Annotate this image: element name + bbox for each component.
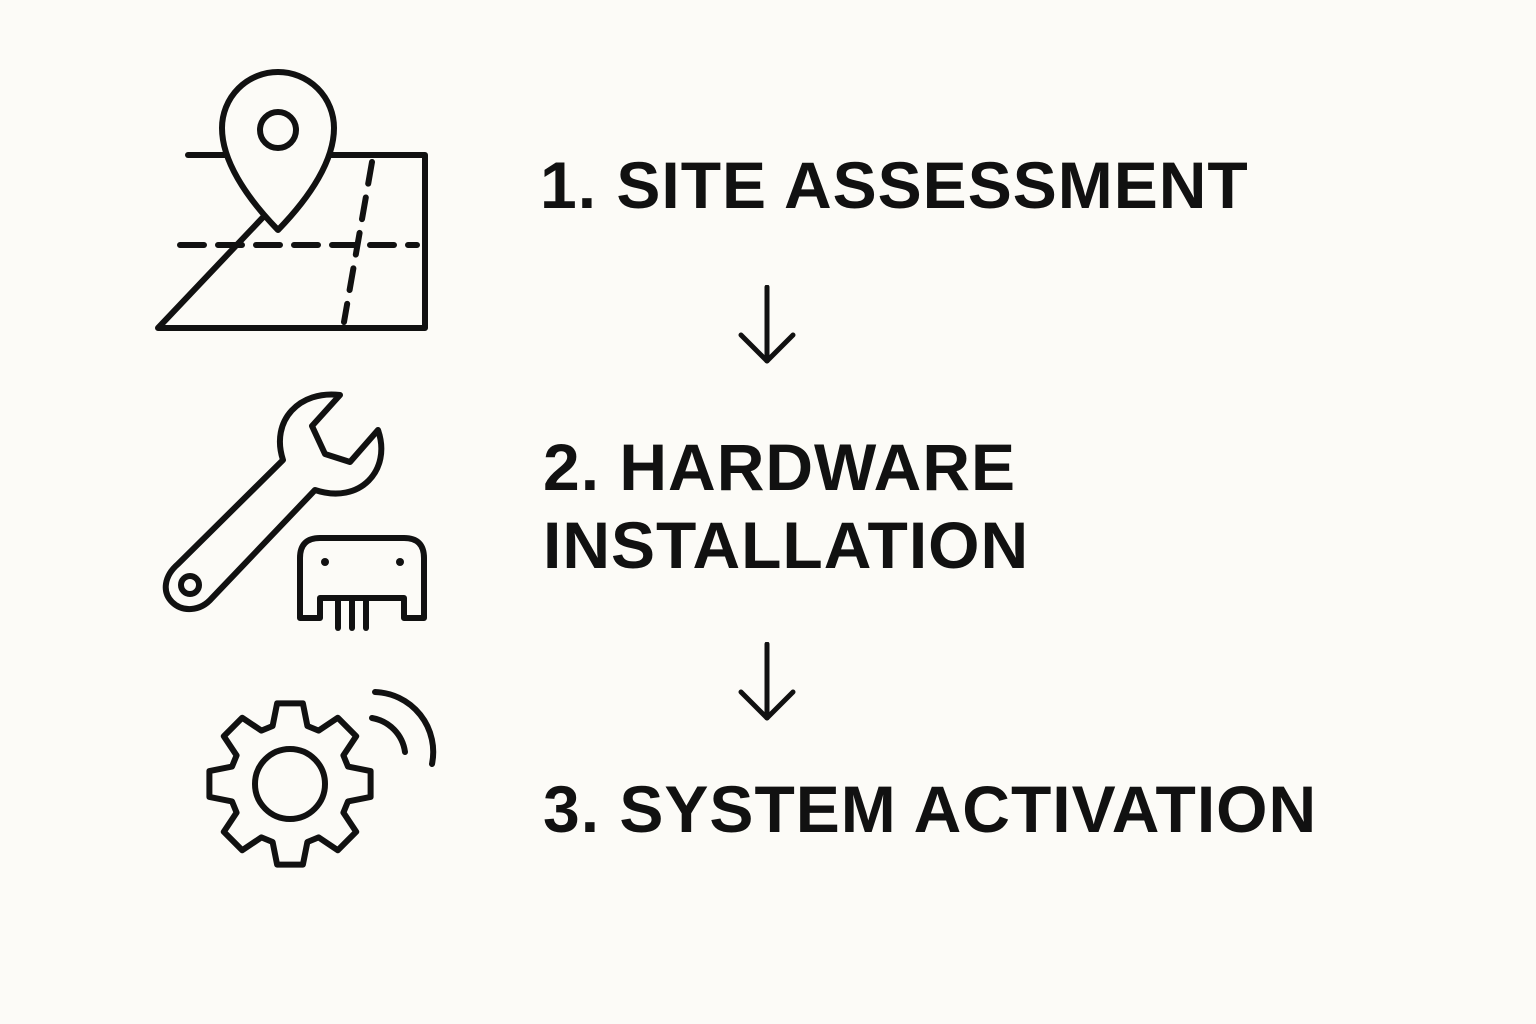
step-2-title: 2. HARDWARE INSTALLATION (543, 429, 1029, 585)
gear-wireless-icon (180, 680, 450, 910)
step-1-title-line: 1. SITE ASSESSMENT (540, 148, 1249, 222)
wrench-device-icon (160, 385, 440, 635)
step-2-title-line-2: INSTALLATION (543, 507, 1030, 582)
step-3-title: 3. SYSTEM ACTIVATION (543, 771, 1317, 849)
step-1-title: 1. SITE ASSESSMENT (540, 147, 1249, 225)
arrow-down-icon (735, 285, 799, 365)
map-pin-icon (150, 69, 440, 340)
step-2-title-line-1: 2. HARDWARE (543, 430, 1017, 504)
step-3-title-line: 3. SYSTEM ACTIVATION (543, 772, 1318, 846)
arrow-down-icon (735, 642, 799, 722)
